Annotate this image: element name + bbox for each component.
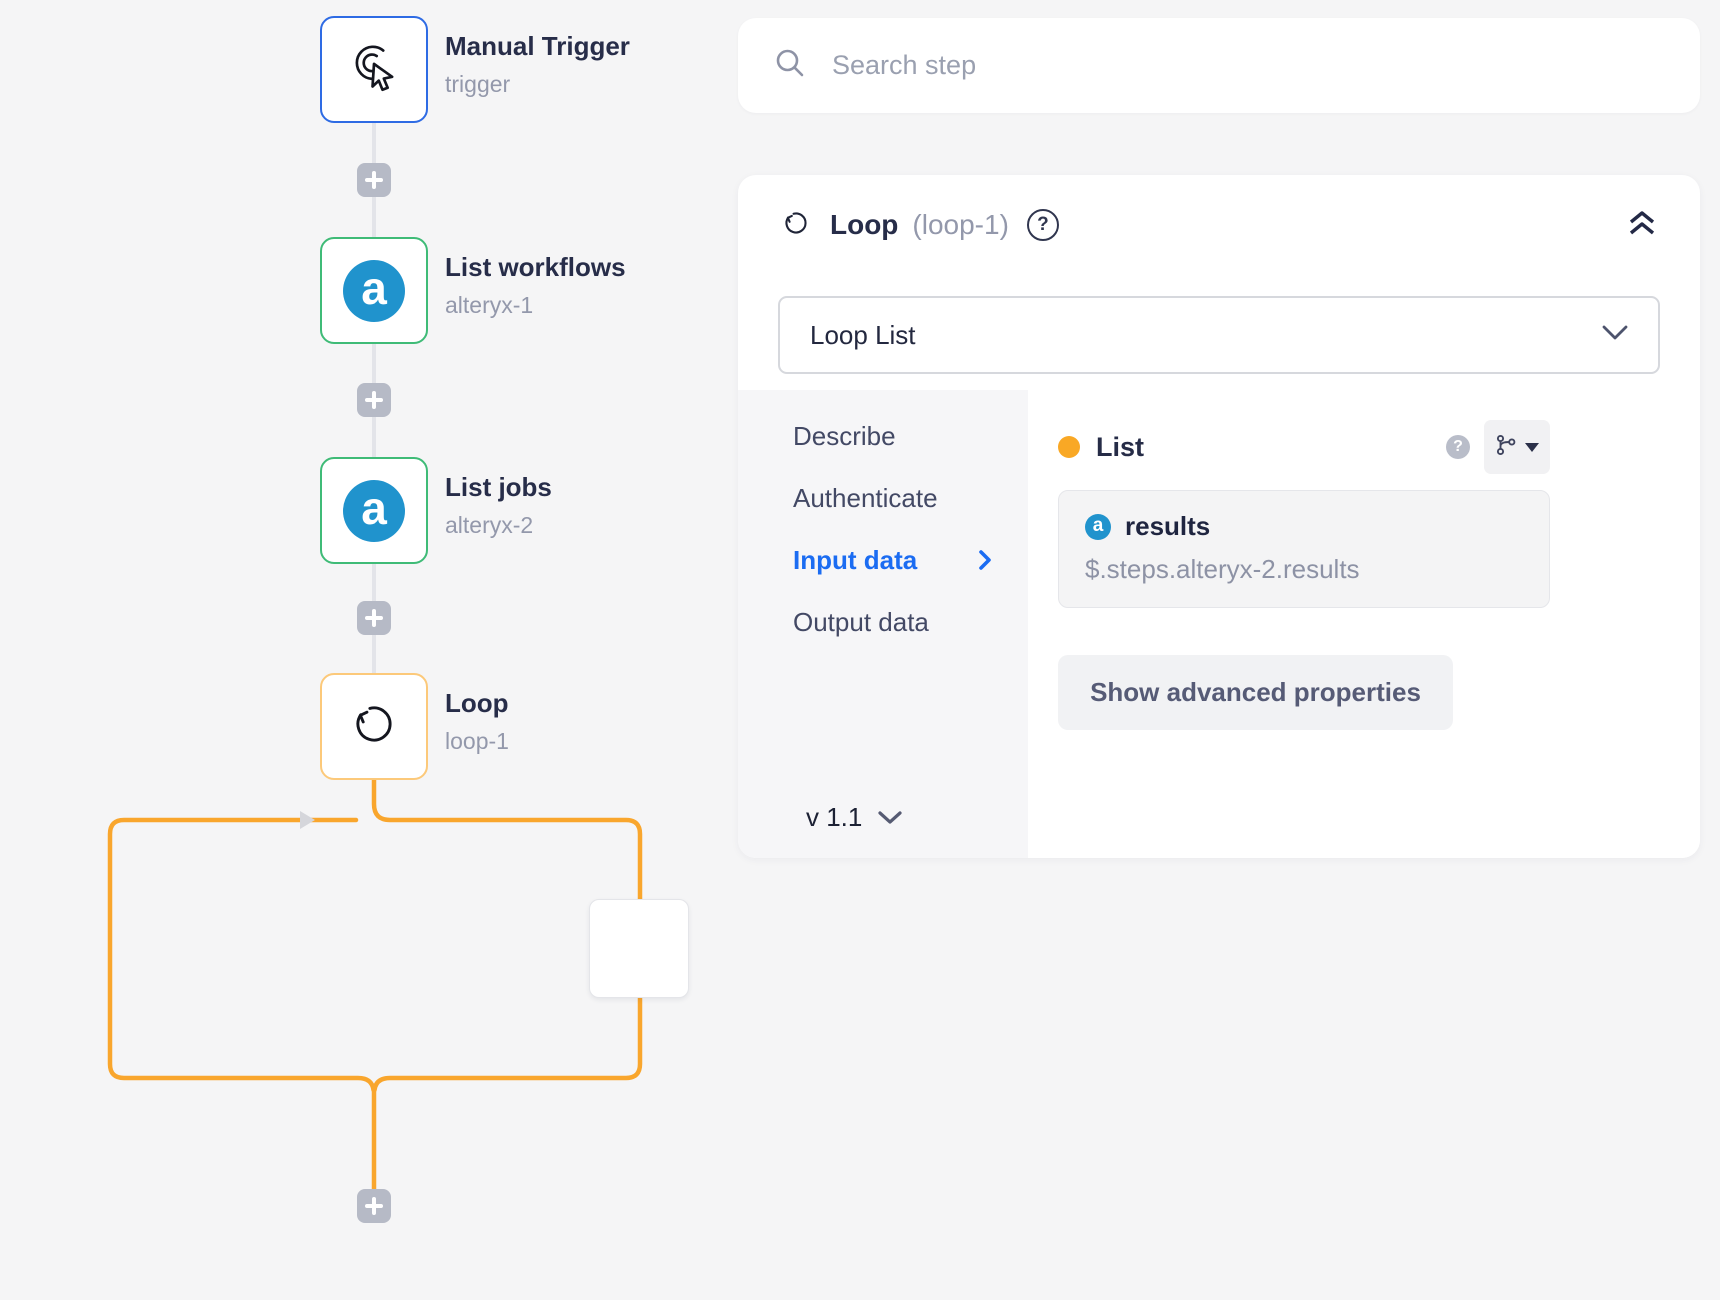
add-step-button[interactable] bbox=[357, 383, 391, 417]
node-label: List workflows alteryx-1 bbox=[445, 251, 626, 319]
node-subtitle: alteryx-1 bbox=[445, 292, 534, 318]
tab-describe[interactable]: Describe bbox=[793, 418, 1028, 454]
search-icon bbox=[774, 47, 806, 84]
mapped-value-name: results bbox=[1125, 511, 1211, 541]
alteryx-icon: a bbox=[343, 259, 405, 322]
node-subtitle: trigger bbox=[445, 71, 511, 97]
help-icon[interactable]: ? bbox=[1446, 435, 1470, 459]
node-subtitle: loop-1 bbox=[445, 728, 509, 754]
node-label: List jobs alteryx-2 bbox=[445, 471, 552, 539]
empty-loop-step-placeholder[interactable] bbox=[589, 899, 689, 998]
field-label: List bbox=[1096, 431, 1145, 462]
node-title: List workflows bbox=[445, 252, 626, 282]
chevron-down-icon bbox=[878, 810, 902, 825]
mapped-value-path: $.steps.alteryx-2.results bbox=[1085, 554, 1360, 584]
search-input[interactable] bbox=[832, 50, 1664, 81]
add-step-button[interactable] bbox=[357, 601, 391, 635]
add-step-button[interactable] bbox=[357, 1189, 391, 1223]
input-data-content: List ? bbox=[1028, 390, 1700, 858]
tab-input-data[interactable]: Input data bbox=[793, 542, 1028, 578]
chevron-right-icon bbox=[978, 549, 992, 571]
search-bar bbox=[738, 18, 1700, 113]
step-properties-panel: Loop (loop-1) ? Loop List Describe bbox=[738, 175, 1700, 858]
version-selector[interactable]: v 1.1 bbox=[806, 802, 902, 833]
operation-dropdown-value: Loop List bbox=[810, 319, 916, 350]
node-list-jobs[interactable]: a bbox=[320, 457, 428, 564]
tab-authenticate[interactable]: Authenticate bbox=[793, 480, 1028, 516]
mapped-value-header: a results bbox=[1085, 511, 1523, 542]
tab-label: Output data bbox=[793, 607, 929, 637]
panel-header: Loop (loop-1) ? bbox=[738, 175, 1700, 247]
show-advanced-properties-button[interactable]: Show advanced properties bbox=[1058, 655, 1453, 730]
help-icon[interactable]: ? bbox=[1026, 209, 1059, 241]
caret-down-icon bbox=[1525, 442, 1539, 452]
panel-step-id: (loop-1) bbox=[912, 209, 1009, 240]
chevrons-up-icon[interactable] bbox=[1626, 209, 1658, 242]
operation-dropdown[interactable]: Loop List bbox=[778, 296, 1660, 374]
tab-label: Input data bbox=[793, 545, 918, 575]
loop-icon bbox=[780, 207, 812, 244]
loop-flow-arrow-icon bbox=[300, 811, 315, 829]
mapping-mode-button[interactable] bbox=[1484, 420, 1550, 474]
manual-trigger-icon bbox=[345, 38, 403, 101]
alteryx-icon: a bbox=[343, 479, 405, 542]
mapped-value-box[interactable]: a results $.steps.alteryx-2.results bbox=[1058, 490, 1550, 608]
required-dot-icon bbox=[1058, 436, 1080, 458]
node-subtitle: alteryx-2 bbox=[445, 512, 534, 538]
panel-tabs: Describe Authenticate Input data Output … bbox=[738, 390, 1028, 858]
node-title: List jobs bbox=[445, 472, 552, 502]
node-loop[interactable] bbox=[320, 673, 428, 780]
panel-title: Loop bbox=[830, 209, 899, 240]
node-list-workflows[interactable]: a bbox=[320, 237, 428, 344]
node-label: Manual Trigger trigger bbox=[445, 30, 630, 98]
tab-label: Describe bbox=[793, 421, 896, 451]
node-title: Loop bbox=[445, 688, 509, 718]
field-row-list: List ? bbox=[1058, 420, 1550, 474]
field-actions: ? bbox=[1446, 420, 1550, 474]
branch-icon bbox=[1495, 434, 1517, 461]
panel-body: Describe Authenticate Input data Output … bbox=[738, 390, 1700, 858]
node-label: Loop loop-1 bbox=[445, 687, 509, 755]
node-title: Manual Trigger bbox=[445, 31, 630, 61]
tab-output-data[interactable]: Output data bbox=[793, 604, 1028, 640]
node-manual-trigger[interactable] bbox=[320, 16, 428, 123]
version-label: v 1.1 bbox=[806, 802, 863, 832]
loop-icon bbox=[347, 697, 401, 756]
alteryx-icon: a bbox=[1085, 513, 1111, 540]
chevron-down-icon bbox=[1602, 325, 1628, 346]
tab-label: Authenticate bbox=[793, 483, 938, 513]
add-step-button[interactable] bbox=[357, 163, 391, 197]
loop-path bbox=[107, 777, 643, 1192]
